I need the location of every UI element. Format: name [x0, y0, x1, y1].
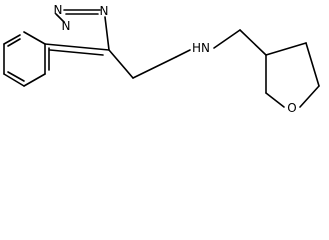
atom-label-n3: N [100, 4, 109, 18]
atom-label-n2: N [54, 3, 63, 17]
bond-thf-o-c2 [265, 92, 285, 108]
bond-c4-c5 [23, 31, 46, 45]
bond-thf-c4-c5 [305, 42, 320, 87]
bond-c3-c3a-inner [49, 49, 104, 56]
bond-nb-n2 [55, 13, 65, 23]
bond-thf-c5-o [299, 85, 320, 108]
bond-c9-nb [3, 34, 21, 45]
bond-ch2-c3thf [239, 29, 267, 56]
bond-thf-c3-c4 [265, 42, 307, 56]
bond-c7-c8-inner [7, 71, 25, 82]
bond-c7-c8 [3, 73, 25, 87]
bond-c6-c7 [23, 73, 46, 87]
bond-nh-ch2 [213, 29, 241, 49]
bond-n3-c3 [104, 16, 110, 51]
bond-c3-c3a [44, 43, 110, 51]
structure-diagram: N N N HN O [0, 0, 329, 118]
bond-c9-nb-inner [7, 38, 21, 47]
atom-label-amine: HN [192, 41, 210, 55]
bond-ch2-nh [175, 49, 191, 58]
molecule-drawing: N N N HN O [3, 3, 320, 115]
bond-c3-ch2 [108, 49, 134, 79]
atom-label-ring-oxygen: O [287, 101, 296, 115]
bond-ch2-ch2 [132, 56, 177, 79]
atom-label-bridgehead-n: N [62, 19, 71, 33]
